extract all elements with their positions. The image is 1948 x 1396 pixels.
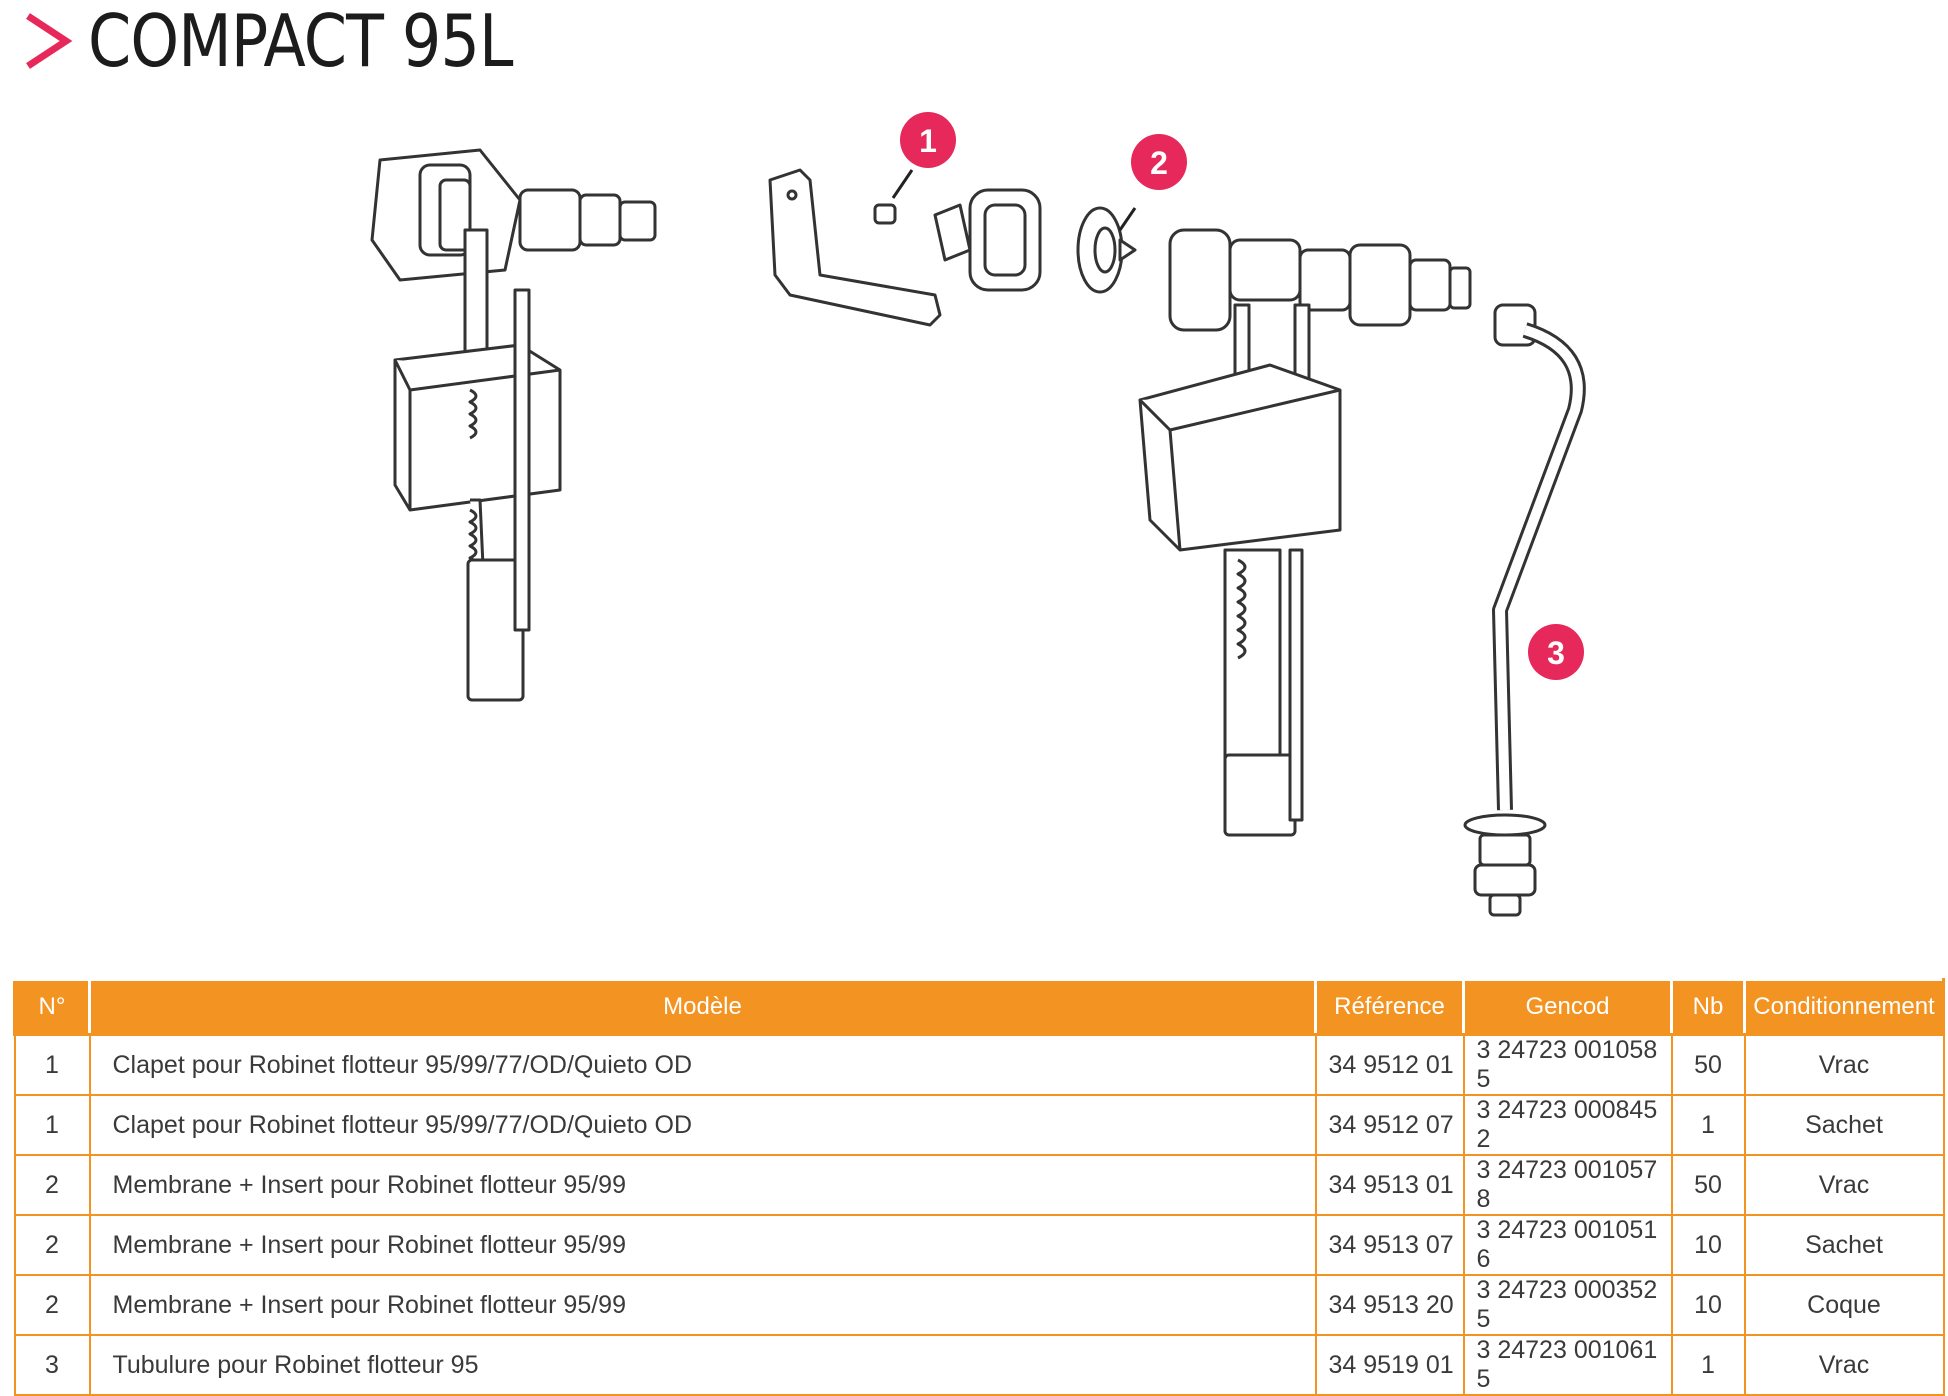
lever-part-illustration <box>768 168 942 327</box>
cell-reference: 34 9513 20 <box>1314 1274 1465 1336</box>
cell-gencod: 3 24723 001058 5 <box>1462 1033 1673 1096</box>
cell-modele: Clapet pour Robinet flotteur 95/99/77/OD… <box>88 1033 1317 1096</box>
header-no: N° <box>13 978 91 1036</box>
cell-reference: 34 9513 07 <box>1314 1214 1465 1276</box>
callout-badge-3: 3 <box>1528 624 1584 680</box>
callout-arrows <box>891 169 1137 231</box>
callout-badge-2: 2 <box>1131 134 1187 190</box>
membrane-part-illustration <box>1076 206 1137 294</box>
cap-nut-illustration <box>933 188 1042 292</box>
cell-cond: Sachet <box>1743 1094 1945 1156</box>
header-conditionnement: Conditionnement <box>1743 978 1945 1036</box>
chevron-right-icon <box>26 13 73 69</box>
cell-gencod: 3 24723 000352 5 <box>1462 1274 1673 1336</box>
cell-modele: Membrane + Insert pour Robinet flotteur … <box>88 1214 1317 1276</box>
clapet-part-illustration <box>873 203 897 225</box>
cell-cond: Sachet <box>1743 1214 1945 1276</box>
header-reference: Référence <box>1314 978 1465 1036</box>
cell-cond: Coque <box>1743 1274 1945 1336</box>
cell-gencod: 3 24723 001057 8 <box>1462 1154 1673 1216</box>
cell-no: 2 <box>13 1274 91 1336</box>
cell-reference: 34 9512 07 <box>1314 1094 1465 1156</box>
cell-gencod: 3 24723 001061 5 <box>1462 1334 1673 1396</box>
cell-modele: Membrane + Insert pour Robinet flotteur … <box>88 1274 1317 1336</box>
cell-nb: 10 <box>1670 1214 1746 1276</box>
cell-no: 2 <box>13 1154 91 1216</box>
cell-modele: Membrane + Insert pour Robinet flotteur … <box>88 1154 1317 1216</box>
cell-gencod: 3 24723 001051 6 <box>1462 1214 1673 1276</box>
table-header-row: N° Modèle Référence Gencod Nb Conditionn… <box>13 978 1945 1036</box>
cell-modele: Tubulure pour Robinet flotteur 95 <box>88 1334 1317 1396</box>
cell-nb: 50 <box>1670 1154 1746 1216</box>
callout-number: 1 <box>919 123 937 159</box>
cell-cond: Vrac <box>1743 1154 1945 1216</box>
cell-no: 3 <box>13 1334 91 1396</box>
callout-number: 2 <box>1150 145 1168 181</box>
float-valve-assembled-illustration <box>370 148 657 702</box>
cell-nb: 1 <box>1670 1094 1746 1156</box>
cell-cond: Vrac <box>1743 1334 1945 1396</box>
page-title: COMPACT 95L <box>88 0 513 83</box>
cell-modele: Clapet pour Robinet flotteur 95/99/77/OD… <box>88 1094 1317 1156</box>
cell-cond: Vrac <box>1743 1033 1945 1096</box>
valve-body-illustration <box>1138 228 1472 837</box>
cell-nb: 10 <box>1670 1274 1746 1336</box>
header-nb: Nb <box>1670 978 1746 1036</box>
parts-table-container: N° Modèle Référence Gencod Nb Conditionn… <box>13 978 1945 1396</box>
exploded-parts-drawing: 1 2 3 <box>370 112 1586 917</box>
cell-nb: 1 <box>1670 1334 1746 1396</box>
header-modele: Modèle <box>88 978 1317 1036</box>
cell-no: 1 <box>13 1094 91 1156</box>
tube-part-illustration <box>1463 303 1586 917</box>
cell-reference: 34 9513 01 <box>1314 1154 1465 1216</box>
cell-reference: 34 9512 01 <box>1314 1033 1465 1096</box>
callout-badge-1: 1 <box>900 112 956 168</box>
cell-reference: 34 9519 01 <box>1314 1334 1465 1396</box>
cell-no: 1 <box>13 1033 91 1096</box>
header-gencod: Gencod <box>1462 978 1673 1036</box>
cell-no: 2 <box>13 1214 91 1276</box>
page-header: COMPACT 95L <box>22 0 582 83</box>
parts-table: N° Modèle Référence Gencod Nb Conditionn… <box>13 978 1945 1396</box>
callout-number: 3 <box>1547 635 1565 671</box>
cell-nb: 50 <box>1670 1033 1746 1096</box>
cell-gencod: 3 24723 000845 2 <box>1462 1094 1673 1156</box>
